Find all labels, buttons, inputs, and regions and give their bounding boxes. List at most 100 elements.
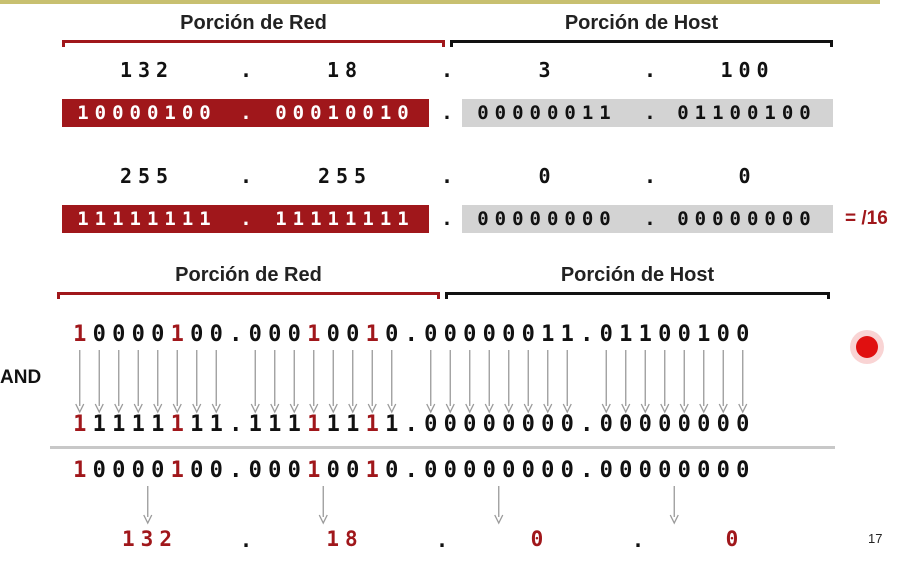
bit-and-arrow-head: [445, 403, 455, 414]
ip-bit: 1: [73, 322, 87, 347]
result-octet-4: 0: [725, 527, 745, 551]
ip-bit: 1: [619, 322, 633, 347]
bit-and-arrow-head: [250, 403, 260, 414]
mask-bit: 1: [346, 412, 360, 437]
result-bit: 0: [248, 458, 262, 483]
result-bit: 0: [131, 458, 145, 483]
bit-and-arrow-head: [367, 403, 377, 414]
host-portion-bracket: [450, 40, 833, 47]
mask-bit: 0: [677, 412, 691, 437]
result-bit: 0: [151, 458, 165, 483]
mask-network-binary-bar: [62, 205, 429, 233]
bit-and-arrow-head: [289, 403, 299, 414]
result-bit: 0: [443, 458, 457, 483]
mask-bit: 0: [638, 412, 652, 437]
result-bit: 0: [658, 458, 672, 483]
result-bit: 0: [599, 458, 613, 483]
result-bit: 0: [92, 458, 106, 483]
ip-bit: 0: [151, 322, 165, 347]
ip-bit: 1: [170, 322, 184, 347]
ip-binary-octet-2: 00010010: [275, 102, 415, 124]
mask-bit: 0: [619, 412, 633, 437]
mask-bit: 1: [190, 412, 204, 437]
laser-pointer-dot: [856, 336, 878, 358]
bit-and-arrow-head: [172, 403, 182, 414]
mask-bit: 0: [560, 412, 574, 437]
mask-bit: 0: [736, 412, 750, 437]
ip-bit: 0: [92, 322, 106, 347]
ip-bit: 1: [638, 322, 652, 347]
octet-separator: .: [240, 102, 252, 124]
mask-binary-octet-1: 11111111: [77, 208, 217, 230]
ip-bit: 0: [268, 322, 282, 347]
mask-bit: 1: [112, 412, 126, 437]
result-octet-3: 0: [530, 527, 550, 551]
mask-bit: 1: [326, 412, 340, 437]
ip-bit: 0: [424, 322, 438, 347]
result-bit: 0: [716, 458, 730, 483]
octet-separator: .: [239, 528, 253, 552]
ip-bit: 1: [307, 322, 321, 347]
result-octet-1: 132: [122, 527, 178, 551]
bit-and-arrow-head: [211, 403, 221, 414]
octet-separator: .: [631, 528, 645, 552]
octet-separator: .: [440, 58, 454, 82]
octet-separator: .: [229, 322, 243, 347]
bit-and-arrow-head: [699, 403, 709, 414]
result-decimal-arrow-head: [494, 514, 504, 525]
bit-and-arrow-head: [504, 403, 514, 414]
octet-separator: .: [229, 412, 243, 437]
ip-bit: 0: [716, 322, 730, 347]
bit-and-arrow-head: [660, 403, 670, 414]
prefix-length-label: = /16: [845, 208, 888, 229]
result-bit: 0: [346, 458, 360, 483]
mask-bit: 1: [248, 412, 262, 437]
ip-octet-3: 3: [538, 58, 557, 82]
mask-binary-octet-3: 00000000: [477, 208, 617, 230]
mask-bit: 0: [463, 412, 477, 437]
bit-and-arrow-head: [75, 403, 85, 414]
result-bit: 0: [326, 458, 340, 483]
mask-bit: 0: [521, 412, 535, 437]
ip-bit: 0: [190, 322, 204, 347]
ip-octet-4: 100: [720, 58, 775, 82]
result-bit: 0: [521, 458, 535, 483]
host-portion-header: Porción de Host: [564, 12, 719, 34]
ip-host-binary-bar: [462, 99, 833, 127]
mask-octet-3: 0: [538, 164, 557, 188]
mask-bit: 0: [482, 412, 496, 437]
ip-binary-octet-1: 10000100: [77, 102, 217, 124]
result-bit: 1: [365, 458, 379, 483]
octet-separator: .: [404, 322, 418, 347]
bit-and-arrow-head: [114, 403, 124, 414]
ip-bit: 0: [385, 322, 399, 347]
octet-separator: .: [580, 458, 594, 483]
result-bit: 0: [385, 458, 399, 483]
result-bit: 0: [560, 458, 574, 483]
mask-bit: 1: [170, 412, 184, 437]
bit-and-arrow-head: [523, 403, 533, 414]
mask-bit: 1: [385, 412, 399, 437]
mask-bit: 1: [151, 412, 165, 437]
and-network-portion-bracket: [57, 292, 440, 299]
octet-separator: .: [404, 458, 418, 483]
ip-bit: 0: [112, 322, 126, 347]
bit-and-arrow-head: [465, 403, 475, 414]
mask-bit: 1: [307, 412, 321, 437]
ip-bit: 0: [736, 322, 750, 347]
bit-and-arrow-head: [601, 403, 611, 414]
ip-octet-2: 18: [326, 58, 364, 82]
bit-and-arrow-head: [192, 403, 202, 414]
bit-and-arrow-head: [387, 403, 397, 414]
ip-bit: 1: [365, 322, 379, 347]
result-decimal-arrow-head: [143, 514, 153, 525]
result-bit: 1: [170, 458, 184, 483]
ip-bit: 1: [541, 322, 555, 347]
octet-separator: .: [580, 412, 594, 437]
octet-separator: .: [441, 102, 453, 124]
result-bit: 0: [268, 458, 282, 483]
octet-separator: .: [643, 58, 657, 82]
ip-bit: 0: [463, 322, 477, 347]
